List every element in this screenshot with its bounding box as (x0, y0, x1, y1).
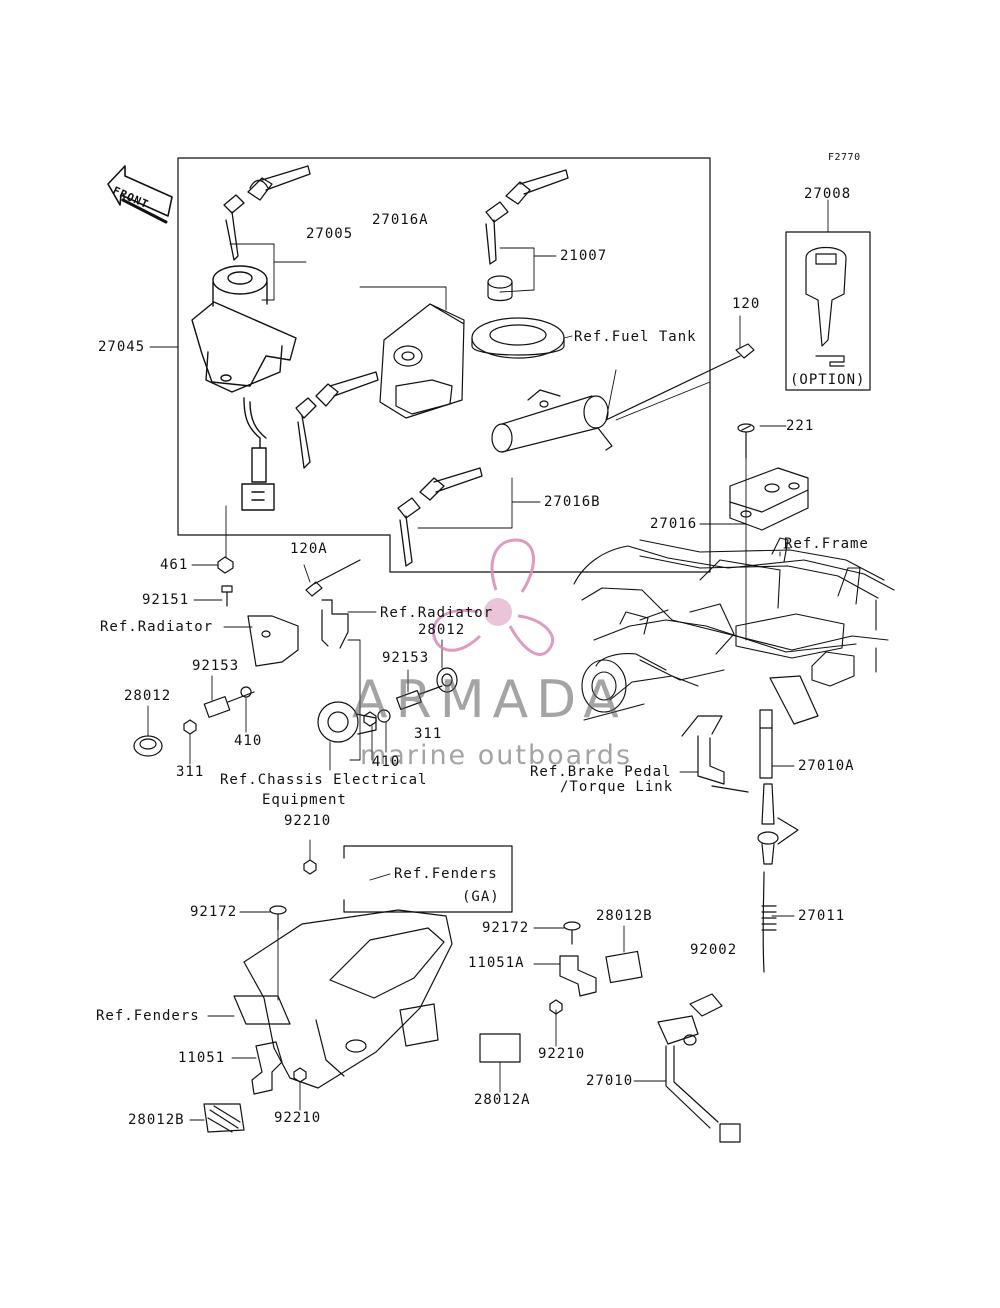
ref-radiator-center: Ref.Radiator (380, 605, 494, 621)
spacer-92153-center (396, 685, 443, 711)
part-label-27005: 27005 (306, 226, 354, 242)
ignition-switch (191, 265, 297, 511)
spacer-92153-left (203, 691, 255, 718)
switch-27010A (757, 709, 799, 865)
option-key (805, 247, 847, 367)
fender-assembly (233, 909, 453, 1089)
bracket-11051 (251, 1041, 307, 1095)
lock-tube-27016B (491, 389, 613, 453)
part-label-120A: 120A (290, 541, 328, 557)
part-label-28012A: 28012A (474, 1092, 531, 1108)
part-label-27010A: 27010A (798, 758, 855, 774)
part-label-27010: 27010 (586, 1073, 634, 1089)
bracket-11051A (549, 955, 597, 1015)
damper-28012-center (436, 667, 458, 693)
part-label-92002: 92002 (690, 942, 738, 958)
part-label-221: 221 (786, 418, 815, 434)
nut-311-left (183, 719, 197, 735)
fenders-ga-bracket (343, 845, 513, 913)
part-label-92210-mid: 92210 (538, 1046, 586, 1062)
bolt-92172-right (563, 921, 581, 945)
part-label-410-left: 410 (234, 733, 263, 749)
seat-lock-27016A (379, 303, 465, 419)
part-label-28012-left: 28012 (124, 688, 172, 704)
part-label-92210-bottom: 92210 (274, 1110, 322, 1126)
radiator-bracket-center (321, 599, 349, 649)
bolt-92151 (221, 585, 233, 607)
part-label-27008: 27008 (804, 186, 852, 202)
part-label-92172-left: 92172 (190, 904, 238, 920)
part-label-92151: 92151 (142, 592, 190, 608)
watermark-subtitle: marine outboards (360, 740, 633, 771)
part-label-27016B: 27016B (544, 494, 601, 510)
radiator-bracket-left (247, 615, 299, 667)
reflector-28012B-right (605, 950, 643, 984)
part-label-92153-left: 92153 (192, 658, 240, 674)
part-label-92210-top: 92210 (284, 813, 332, 829)
horn (317, 701, 377, 743)
damper-28012-left (133, 735, 163, 757)
ref-chassis-equipment: Equipment (262, 792, 347, 808)
bolt-120A (305, 559, 361, 597)
part-label-92172-right: 92172 (482, 920, 530, 936)
part-label-11051: 11051 (178, 1050, 226, 1066)
part-label-27016: 27016 (650, 516, 698, 532)
part-label-11051A: 11051A (468, 955, 525, 971)
part-label-28012B-left: 28012B (128, 1112, 185, 1128)
switch-27010 (657, 993, 741, 1143)
reflector-28012A (479, 1033, 521, 1063)
ref-frame: Ref.Frame (784, 536, 869, 552)
leader-lines (147, 199, 829, 1121)
ref-fenders-ga-code: (GA) (462, 889, 500, 905)
part-label-92153-center: 92153 (382, 650, 430, 666)
option-label: (OPTION) (790, 372, 866, 388)
screw-221 (737, 423, 755, 459)
ref-brake-pedal: Ref.Brake Pedal (530, 764, 672, 780)
key-27016B (397, 467, 483, 567)
fuel-cap-cylinder (471, 275, 565, 359)
ref-fenders-ga: Ref.Fenders (394, 866, 498, 882)
part-label-311-center: 311 (414, 726, 443, 742)
nut-311-center (363, 711, 377, 727)
assembly-bracket (177, 157, 711, 573)
bolt-92172-left (269, 905, 287, 931)
ref-fuel-tank: Ref.Fuel Tank (574, 329, 697, 345)
frame-bracket (769, 675, 819, 725)
part-label-27016A: 27016A (372, 212, 429, 228)
key-21007 (485, 169, 569, 265)
part-label-461: 461 (160, 557, 189, 573)
part-label-21007: 21007 (560, 248, 608, 264)
part-label-120: 120 (732, 296, 761, 312)
washer-410-left (240, 686, 252, 698)
diagram-code: F2770 (828, 152, 861, 163)
ref-chassis-electrical: Ref.Chassis Electrical (220, 772, 428, 788)
part-label-27011: 27011 (798, 908, 846, 924)
key-27016A (295, 371, 379, 469)
key-27005 (223, 165, 311, 261)
front-arrow (107, 165, 173, 217)
part-label-28012B-right: 28012B (596, 908, 653, 924)
nut-92210-top (303, 859, 317, 875)
reflector-28012B-left (203, 1103, 245, 1133)
washer-410-center (377, 709, 391, 723)
watermark-propeller-logo (432, 538, 555, 656)
brake-pedal-ref (681, 715, 749, 793)
nut-461 (217, 556, 234, 574)
part-label-410-center: 410 (372, 754, 401, 770)
spring-27011 (761, 871, 777, 973)
ref-radiator-left: Ref.Radiator (100, 619, 214, 635)
part-label-28012-center: 28012 (418, 622, 466, 638)
part-label-311-left: 311 (176, 764, 205, 780)
bracket-27016 (729, 467, 809, 531)
ref-torque-link: /Torque Link (560, 779, 674, 795)
bolt-120 (605, 343, 755, 421)
part-label-27045: 27045 (98, 339, 146, 355)
watermark-title: ARMADA (352, 670, 627, 730)
frame-ref (573, 537, 895, 721)
option-box (785, 231, 871, 391)
ref-fenders-left: Ref.Fenders (96, 1008, 200, 1024)
